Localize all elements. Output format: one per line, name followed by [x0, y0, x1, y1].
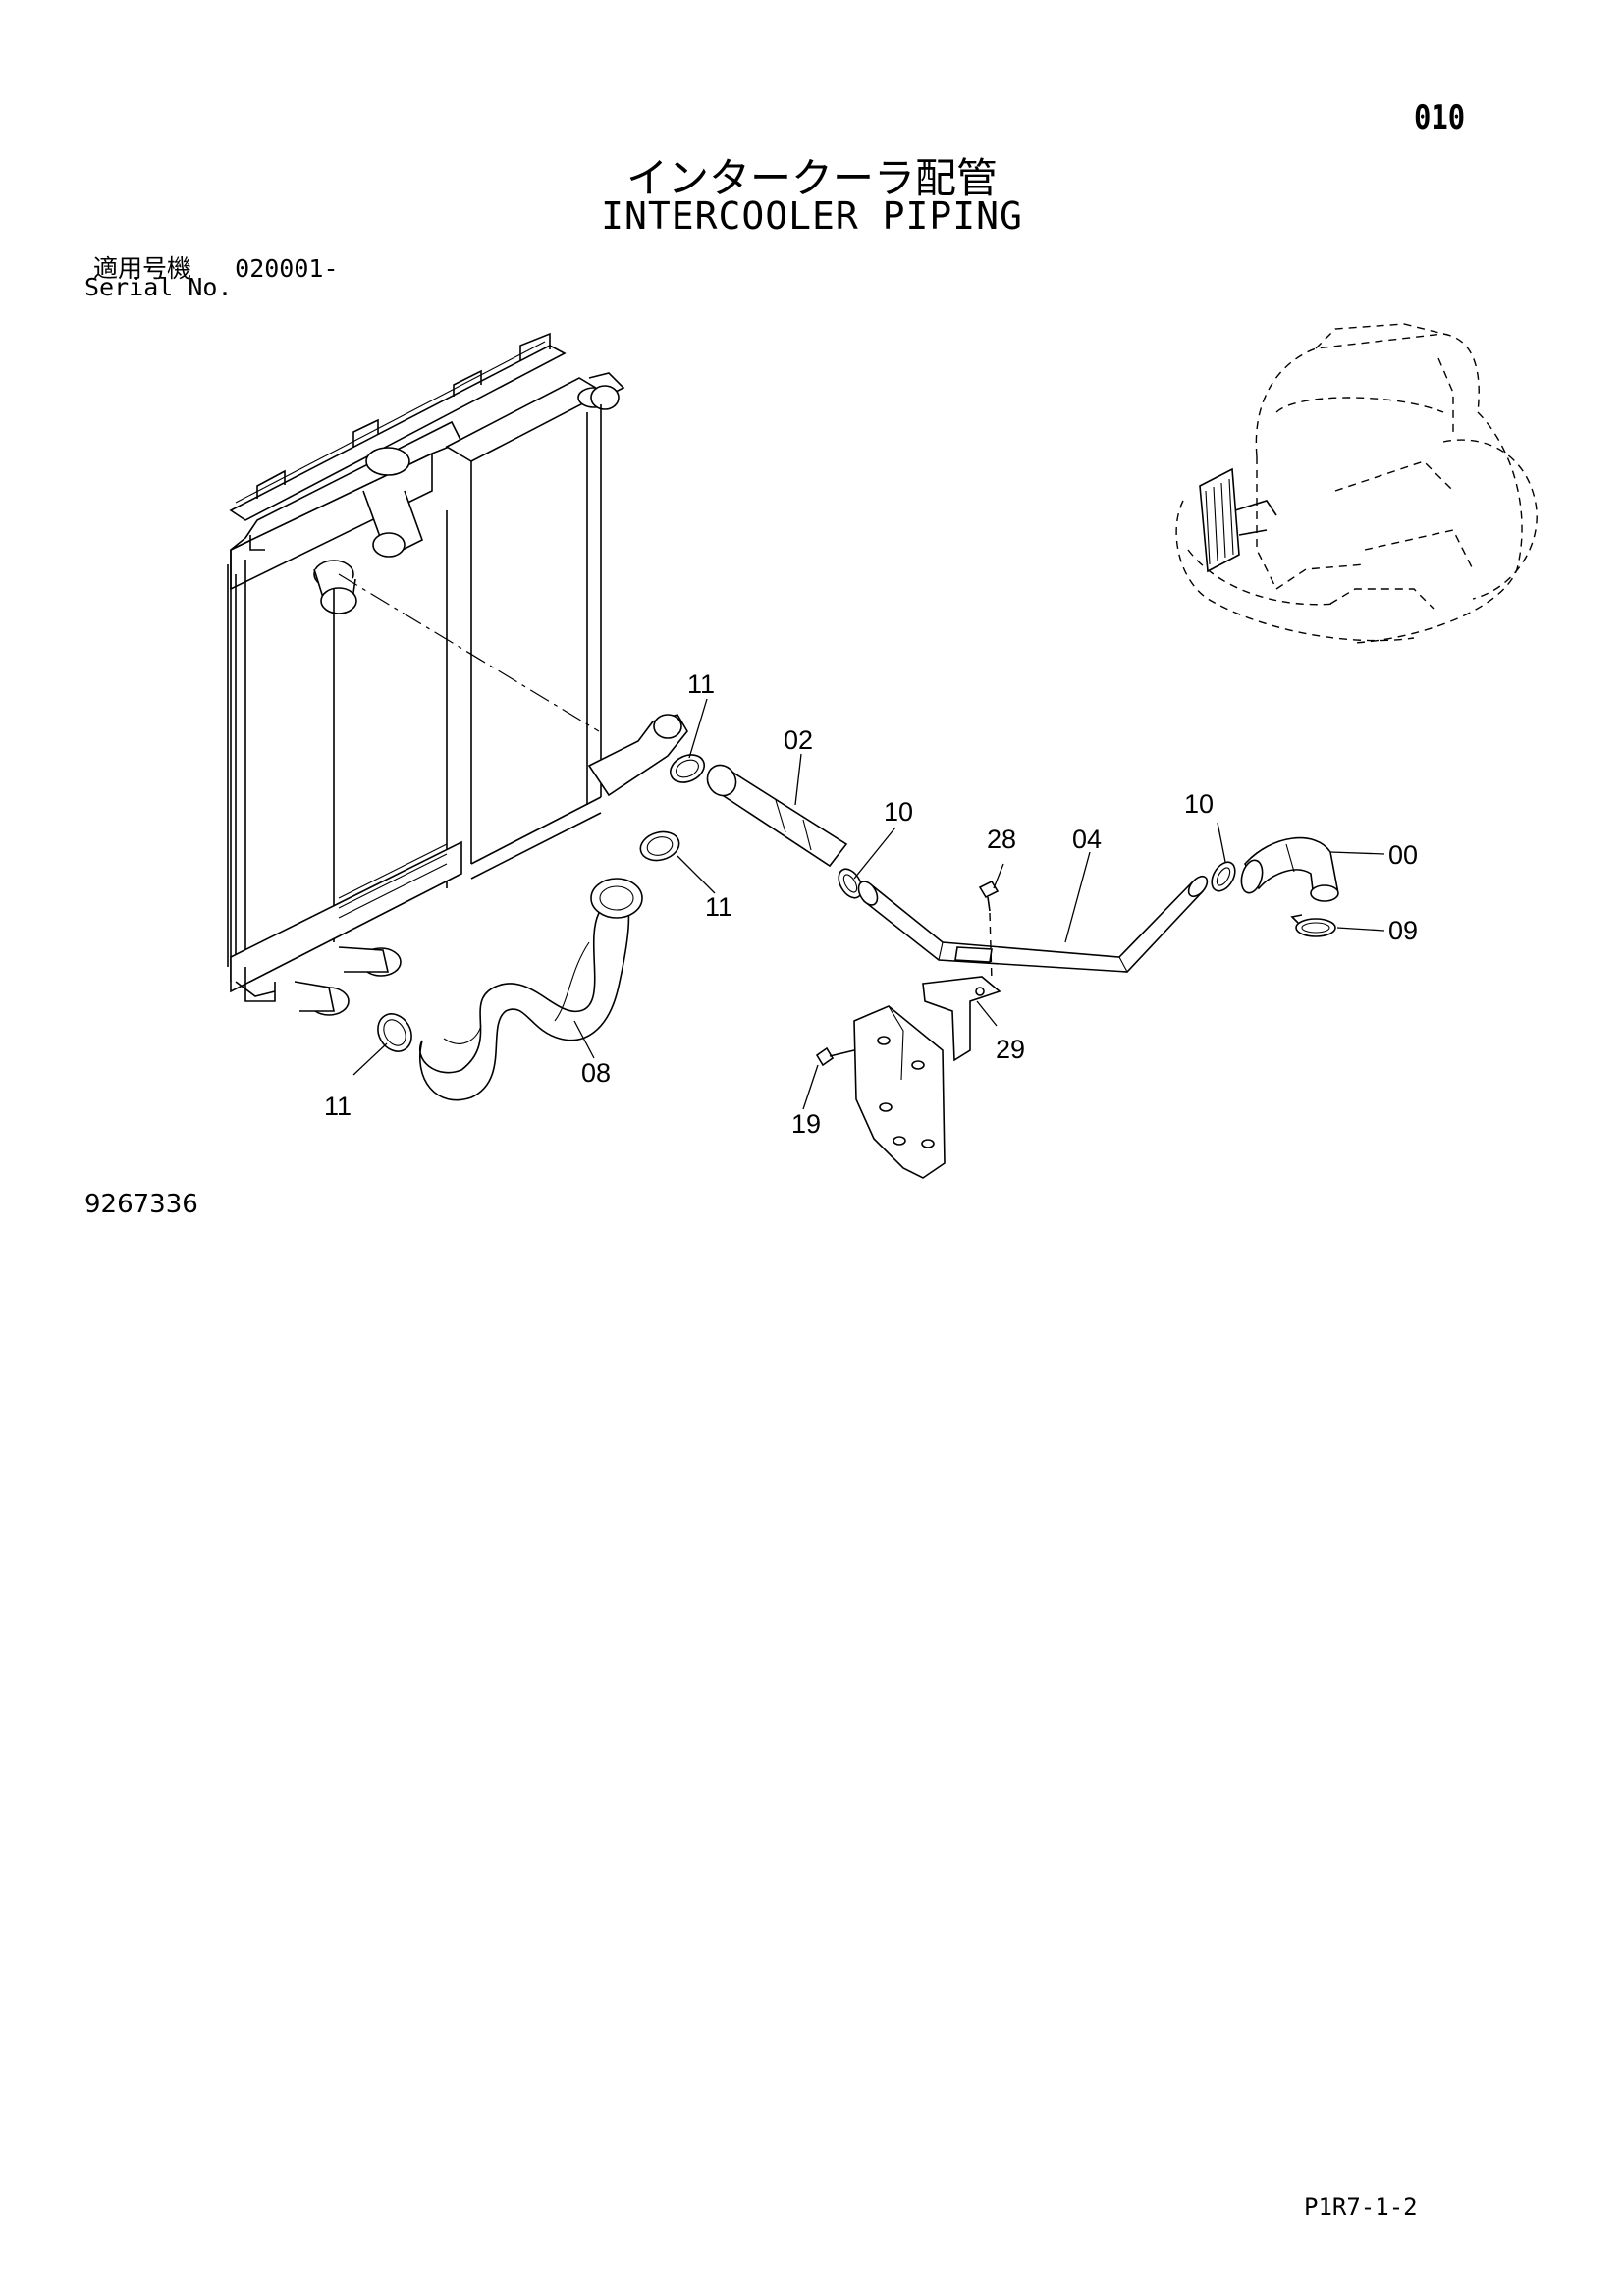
serial-label-japanese: 適用号機 — [93, 254, 192, 283]
callout-00: 00 — [1388, 840, 1418, 870]
callout-11-lower: 11 — [324, 1092, 352, 1121]
bracket-29 — [922, 976, 1001, 1062]
drawing-number: 9267336 — [84, 1190, 198, 1219]
bolt-19 — [815, 1046, 855, 1067]
title-japanese: インタークーラ配管 — [625, 154, 998, 202]
clamp-11-middle — [639, 830, 680, 862]
callout-11-middle: 11 — [705, 892, 732, 922]
callout-08: 08 — [581, 1058, 611, 1088]
serial-line-japanese: 適用号機 020001- — [93, 249, 339, 285]
bolt-28 — [978, 880, 1000, 983]
callout-04: 04 — [1072, 825, 1102, 854]
hose-08 — [419, 878, 643, 1101]
pipe-04 — [857, 875, 1209, 973]
mounting-plate — [853, 1005, 946, 1179]
callout-02: 02 — [784, 725, 813, 755]
callout-10-left: 10 — [884, 797, 913, 827]
serial-value: 020001- — [235, 254, 339, 283]
serial-label-english: Serial No. — [84, 273, 233, 301]
machine-overview-inset — [1175, 323, 1538, 644]
callout-09: 09 — [1388, 916, 1418, 945]
callout-11-upper: 11 — [687, 669, 715, 699]
callout-29: 29 — [996, 1035, 1025, 1064]
callout-10-right: 10 — [1184, 789, 1214, 819]
radiator-core-assembly — [227, 332, 688, 1016]
clamp-11-lower — [377, 1013, 412, 1052]
hose-02 — [706, 764, 848, 868]
sheet-code: P1R7-1-2 — [1304, 2193, 1418, 2220]
callout-28: 28 — [987, 825, 1016, 854]
clamp-09 — [1290, 914, 1336, 937]
elbow-hose-00 — [1240, 836, 1339, 902]
title-english: INTERCOOLER PIPING — [601, 194, 1023, 238]
leader-lines — [352, 698, 1385, 1110]
callout-19: 19 — [791, 1109, 821, 1139]
clamp-10-right — [1211, 861, 1236, 892]
clamp-11-upper — [669, 754, 706, 783]
page-number: 010 — [1414, 98, 1466, 137]
